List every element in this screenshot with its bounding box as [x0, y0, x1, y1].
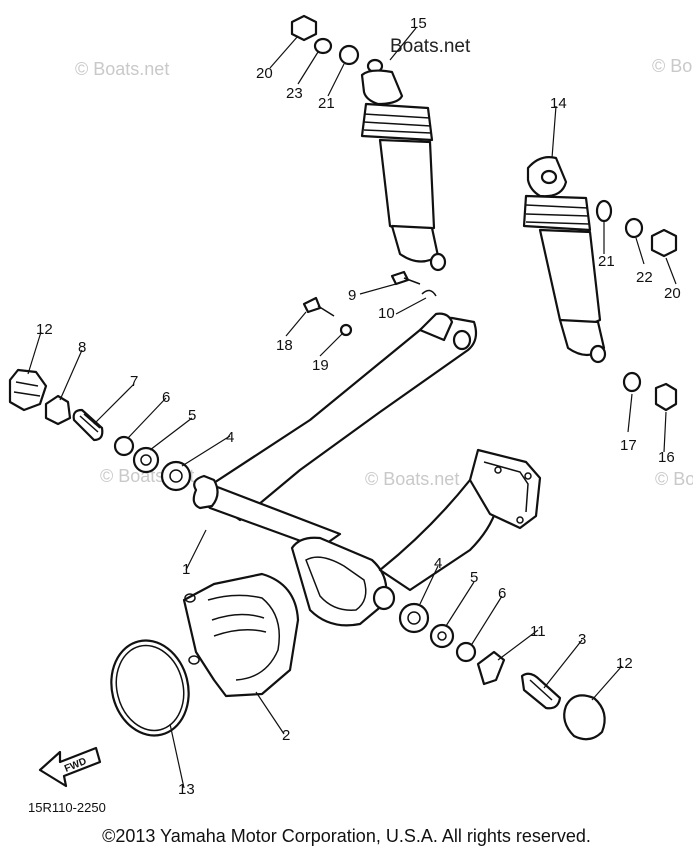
callout-15: 15 [410, 15, 427, 32]
swingarm [192, 312, 542, 627]
callout-1: 1 [182, 561, 190, 578]
callout-12: 12 [616, 655, 633, 672]
callout-21: 21 [318, 95, 335, 112]
watermark: © Boats.net [75, 59, 169, 79]
lock-washer-icon [476, 650, 506, 686]
callout-7: 7 [130, 373, 138, 390]
bearing-icon [160, 460, 192, 492]
diagram-code: 15R110-2250 [28, 800, 106, 815]
callout-12: 12 [36, 321, 53, 338]
swingarm-bolts [302, 270, 437, 337]
header-watermark: Boats.net [390, 36, 471, 57]
bearing-icon [398, 602, 430, 634]
washer-icon [595, 199, 613, 223]
bushing-icon [113, 435, 135, 457]
cap-icon [563, 694, 606, 741]
right-pivot-hardware [398, 602, 606, 741]
callout-6: 6 [498, 585, 506, 602]
leader-lines [27, 27, 677, 789]
pivot-shaft-icon [72, 408, 104, 442]
callout-13: 13 [178, 781, 195, 798]
rear-shock-absorber-left [360, 58, 447, 272]
callout-10: 10 [378, 305, 395, 322]
callout-3: 3 [578, 631, 586, 648]
upper-hardware [290, 14, 678, 412]
nut-icon [290, 14, 318, 42]
callout-8: 8 [78, 339, 86, 356]
callout-18: 18 [276, 337, 293, 354]
callout-16: 16 [658, 449, 675, 466]
callout-21: 21 [598, 253, 615, 270]
pivot-bolt-icon [520, 672, 562, 710]
collar-icon [624, 217, 644, 239]
o-ring-icon [110, 639, 190, 737]
copyright-notice: ©2013 Yamaha Motor Corporation, U.S.A. A… [102, 826, 591, 846]
callout-4: 4 [434, 555, 442, 572]
callout-11: 11 [530, 623, 546, 640]
seal-icon [429, 623, 455, 649]
watermark: © Boats.net [655, 469, 693, 489]
bushing-icon [455, 641, 477, 663]
callout-9: 9 [348, 287, 356, 304]
callout-2: 2 [282, 727, 290, 744]
nut-icon [44, 394, 72, 426]
cap-icon [8, 368, 48, 412]
callout-20: 20 [256, 65, 273, 82]
washer-icon [622, 371, 642, 393]
callout-23: 23 [286, 85, 303, 102]
callout-20: 20 [664, 285, 681, 302]
nut-icon [650, 228, 678, 258]
callout-14: 14 [550, 95, 567, 112]
callout-6: 6 [162, 389, 170, 406]
rear-shock-absorber-right [522, 156, 607, 364]
watermark: © Boats.net [652, 56, 693, 76]
callout-4: 4 [226, 429, 234, 446]
nut-icon [654, 382, 678, 412]
watermark: © Boats.net [365, 469, 459, 489]
callout-5: 5 [188, 407, 196, 424]
callout-19: 19 [312, 357, 329, 374]
callout-22: 22 [636, 269, 653, 286]
callout-5: 5 [470, 569, 478, 586]
left-pivot-hardware [8, 368, 192, 492]
washer-icon [338, 44, 360, 66]
forward-direction-arrow: FWD [38, 746, 102, 788]
callout-17: 17 [620, 437, 637, 454]
drive-housing [182, 572, 300, 698]
collar-icon [313, 37, 333, 55]
seal-icon [132, 446, 160, 474]
